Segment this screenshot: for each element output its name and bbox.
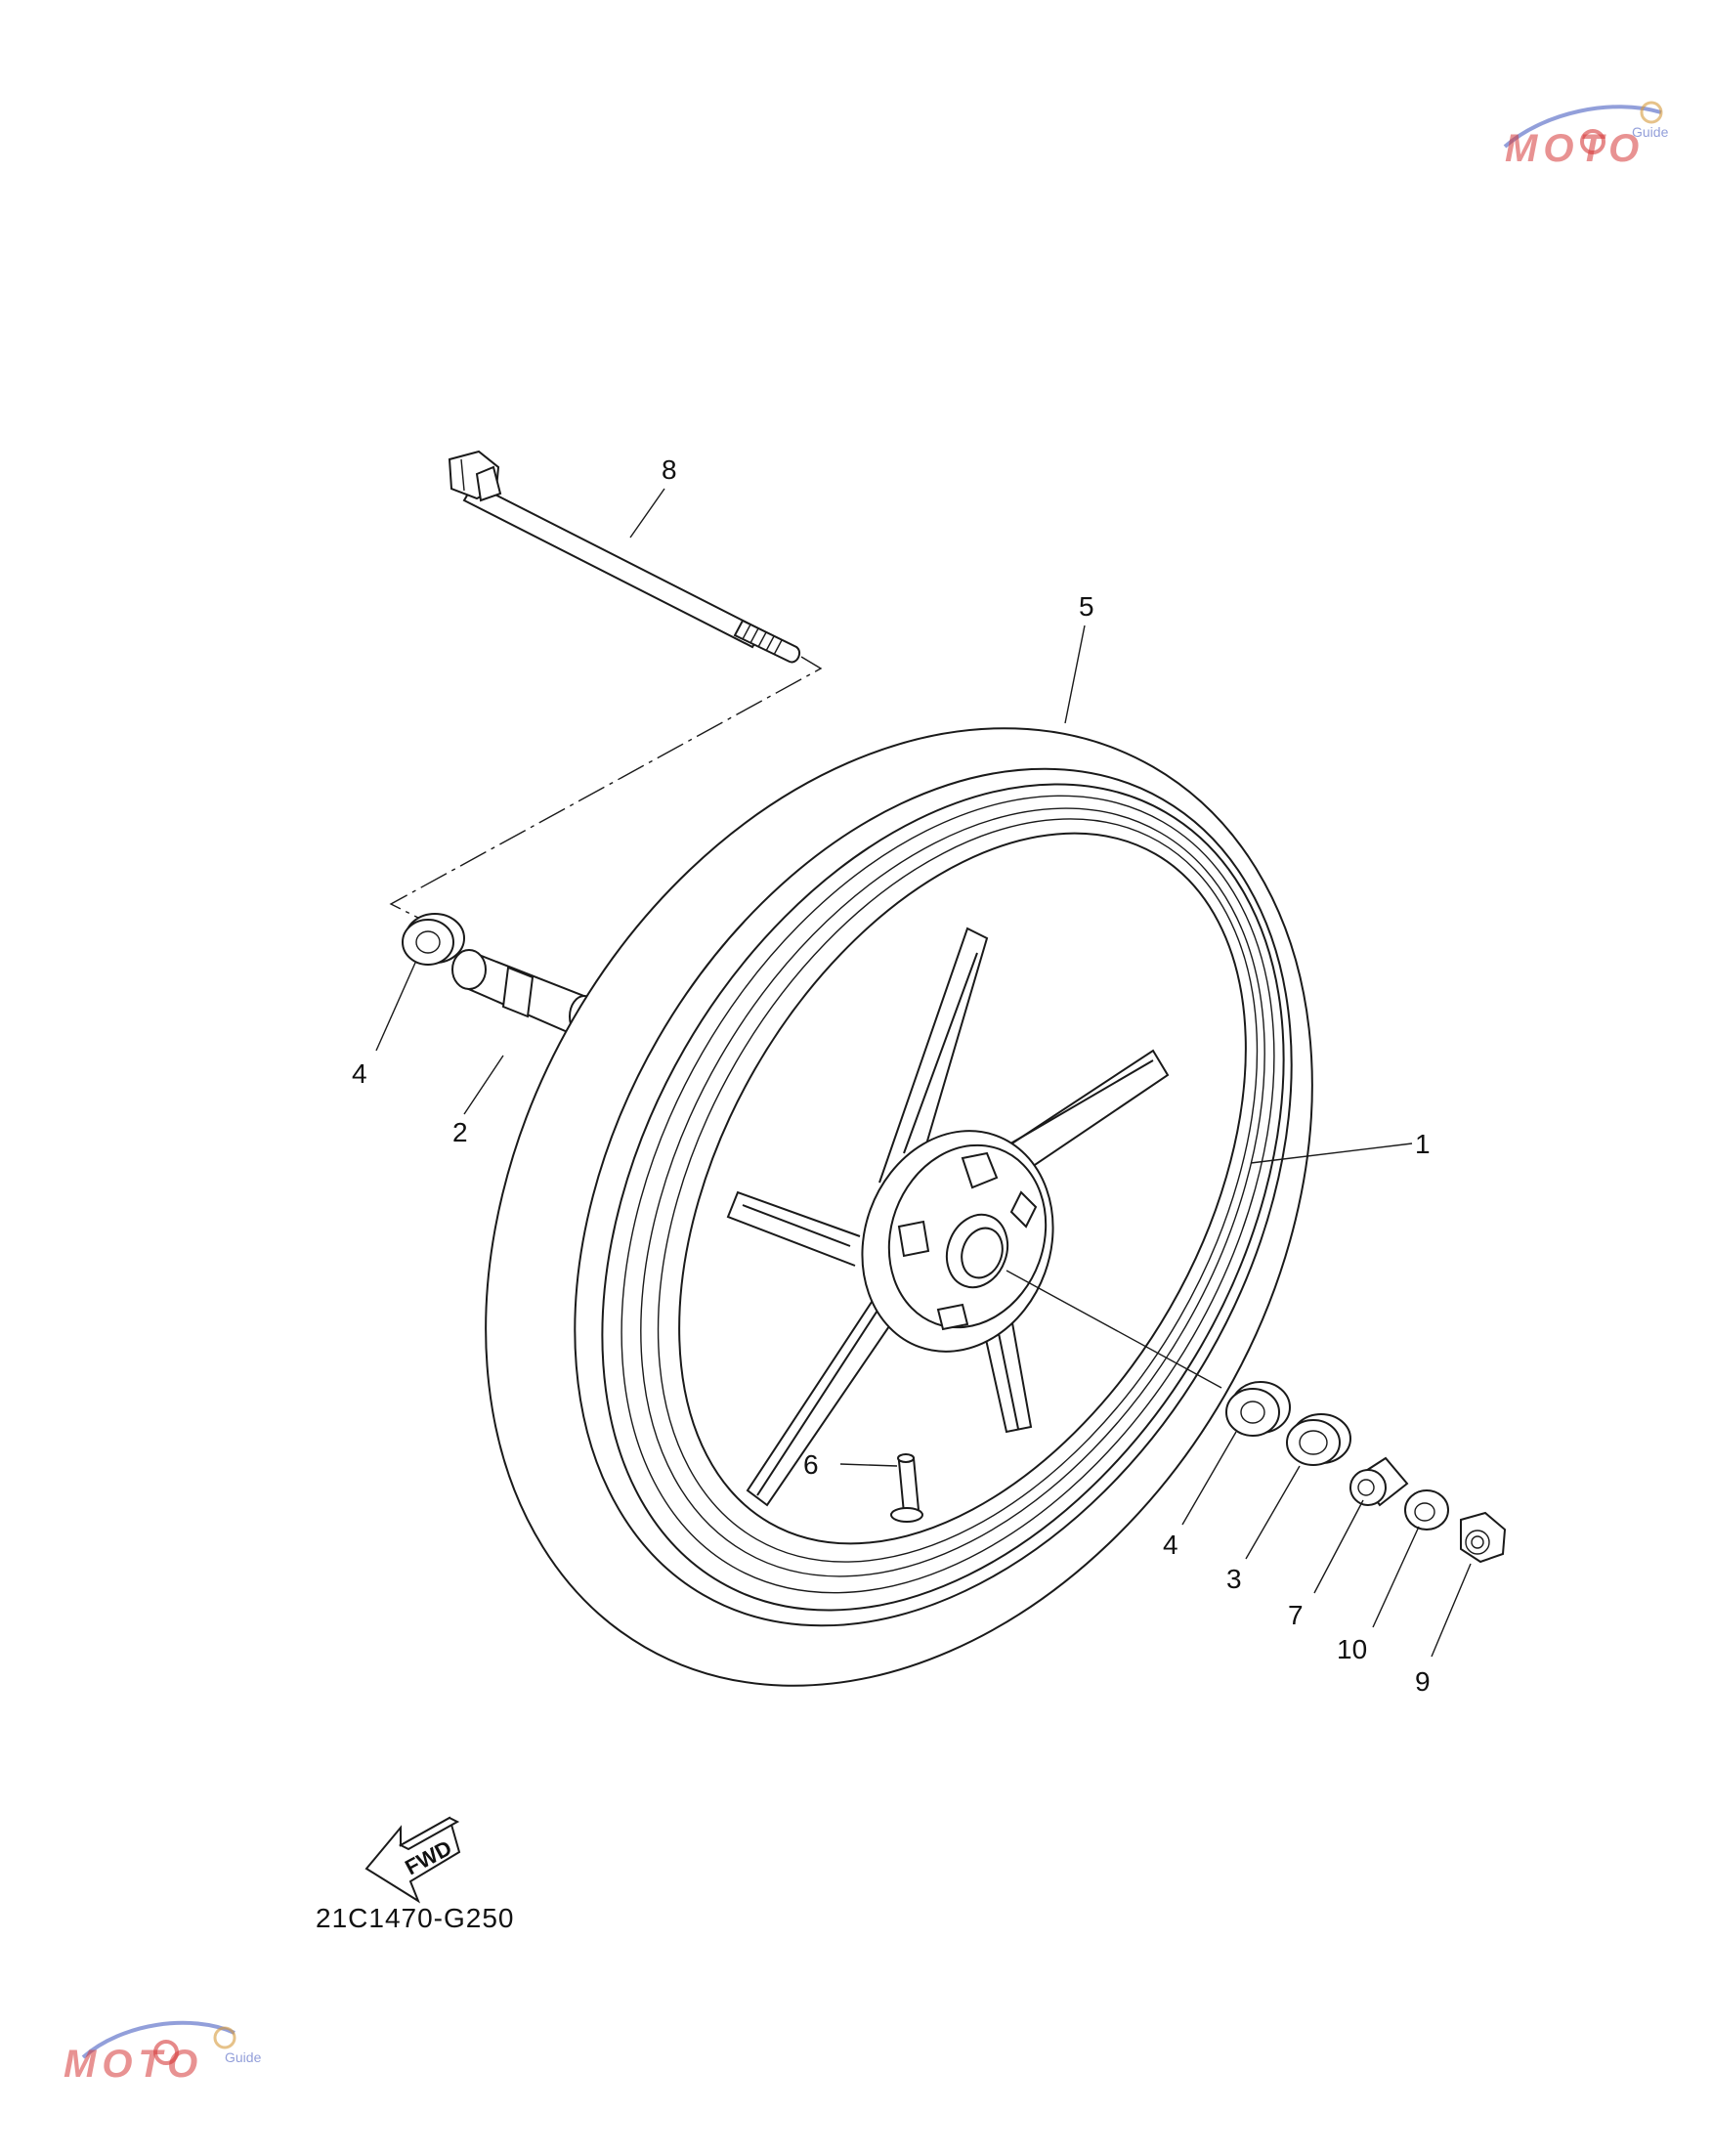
callout-labels: 8 5 4 2 1 6 4 3 7 10 9	[352, 454, 1431, 1697]
callout-1: 1	[1415, 1129, 1431, 1159]
drawing-code: 21C1470-G250	[316, 1903, 514, 1933]
callout-5: 5	[1079, 591, 1094, 622]
watermark-sub-2: Guide	[225, 2049, 262, 2065]
part-oil-seal	[1286, 1413, 1351, 1466]
callout-8: 8	[662, 454, 677, 485]
watermark-logo-bottom: MOTO Guide	[64, 2020, 262, 2086]
fwd-arrow-icon: FWD	[364, 1816, 461, 1904]
callout-10: 10	[1337, 1634, 1367, 1664]
part-wheel-rim	[601, 783, 1285, 1612]
watermark-brand-2: MOTO	[64, 2043, 203, 2086]
callout-4-right: 4	[1163, 1530, 1178, 1560]
part-washer	[1404, 1489, 1449, 1531]
callout-4-left: 4	[352, 1058, 367, 1089]
part-bearing-right	[1225, 1381, 1291, 1437]
part-nut	[1460, 1511, 1507, 1564]
callout-6: 6	[803, 1449, 819, 1480]
part-bearing-left	[402, 913, 465, 966]
watermark-sub: Guide	[1632, 124, 1669, 140]
callout-9: 9	[1415, 1666, 1431, 1697]
watermark-logo-top: MOTO Guide	[1503, 101, 1669, 170]
callout-7: 7	[1288, 1600, 1304, 1630]
part-collar	[1349, 1456, 1409, 1507]
callout-2: 2	[452, 1117, 468, 1147]
leader-lines	[375, 488, 1472, 1658]
watermark-brand: MOTO	[1505, 127, 1645, 170]
part-axle	[448, 450, 800, 664]
callout-3: 3	[1226, 1564, 1242, 1594]
axle-centre-line	[389, 656, 823, 920]
